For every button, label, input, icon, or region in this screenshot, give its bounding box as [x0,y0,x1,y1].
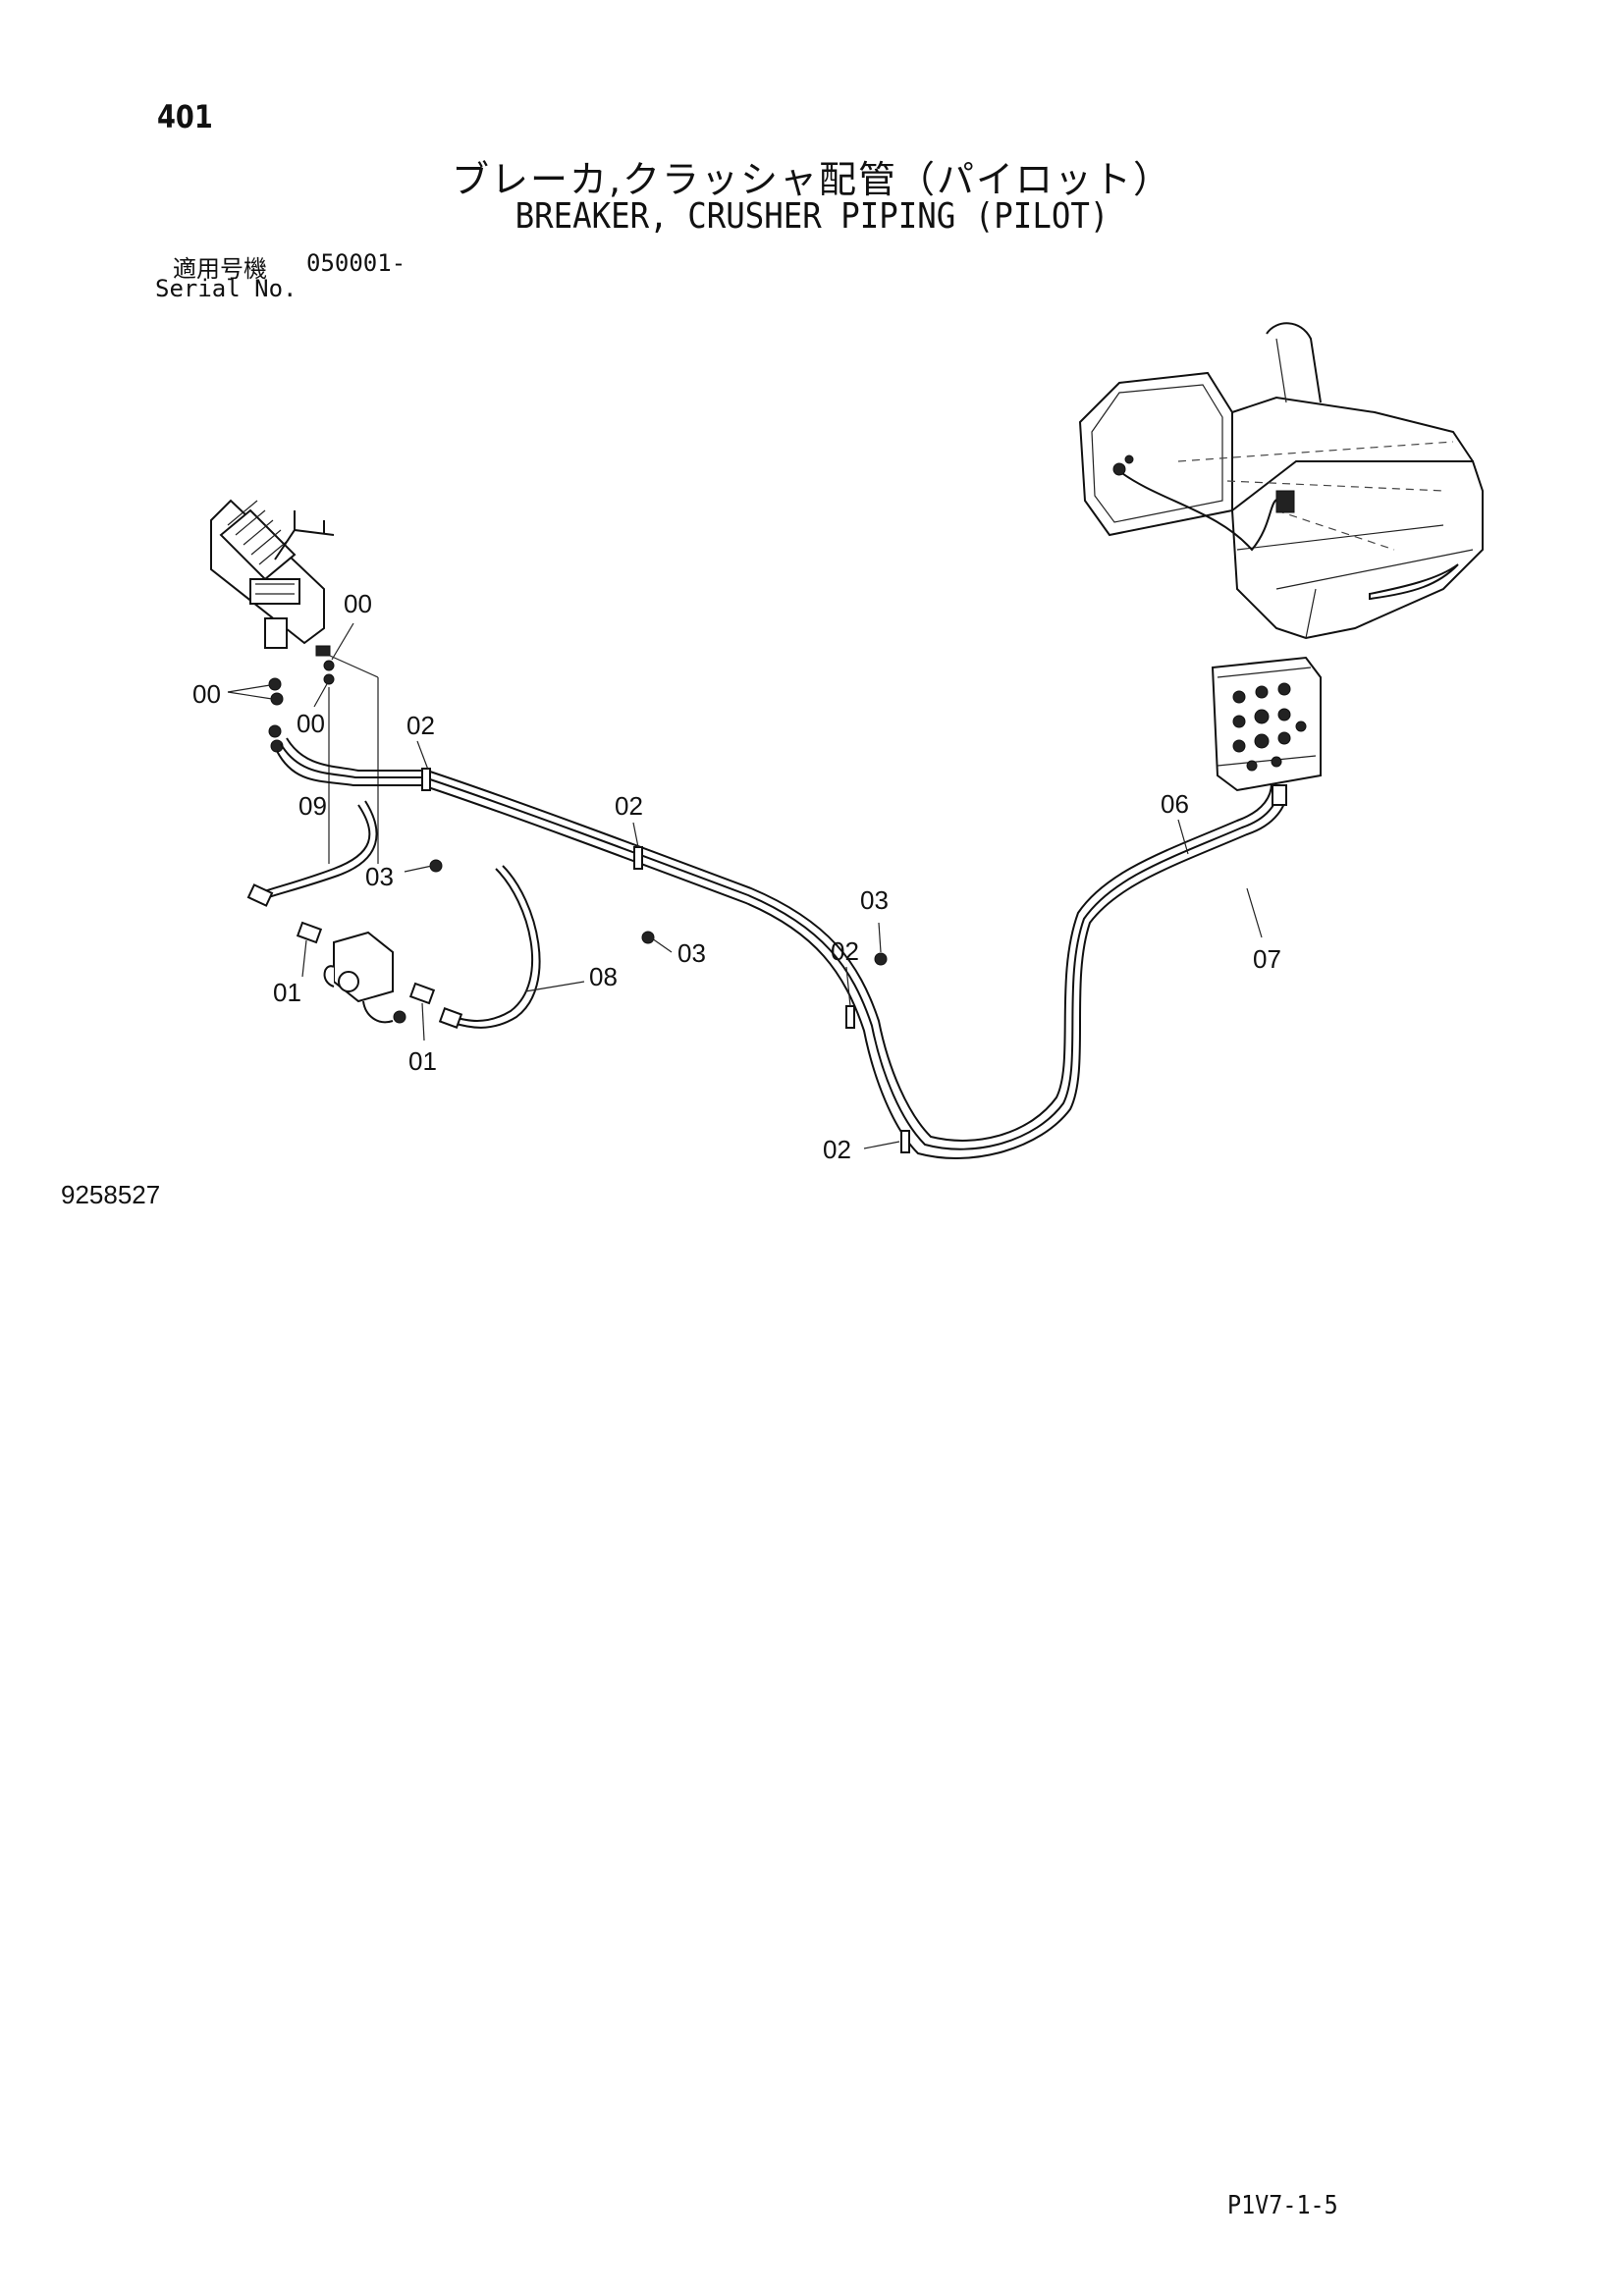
pedal-valve-assembly [210,499,335,657]
title-japanese: ブレーカ,クラッシャ配管（パイロット） [451,158,1173,201]
page-number: 401 [157,98,213,135]
callout-01-b: 01 [408,1046,437,1076]
serial-label-japanese: 適用号機 [173,255,267,283]
title-english: BREAKER, CRUSHER PIPING (PILOT) [514,196,1110,237]
callout-02-d: 02 [823,1135,851,1164]
callout-08: 08 [589,962,618,991]
callout-labels: 00 00 00 02 02 02 02 03 03 03 09 08 01 0… [192,589,1281,1164]
callout-02-a: 02 [406,711,435,740]
pedal-fittings [268,655,379,864]
hose-09 [252,800,378,902]
callout-03-b: 03 [677,938,706,968]
pilot-hose-bundle [276,737,1287,1159]
drawing-number: 9258527 [61,1180,161,1209]
serial-range: 050001- [306,249,406,277]
shuttle-valve-block [246,883,463,1029]
sheet-code: P1V7-1-5 [1227,2191,1338,2220]
leader-lines [227,622,1263,1149]
hose-clamps [421,768,910,1153]
callout-00-a: 00 [344,589,372,618]
callout-01-a: 01 [273,978,301,1007]
callout-00-b: 00 [192,679,221,709]
callout-03-a: 03 [365,862,394,891]
callout-02-b: 02 [615,791,643,821]
callout-09: 09 [298,791,327,821]
callout-06: 06 [1161,789,1189,819]
control-valve-assembly [1211,656,1322,806]
hose-08 [449,865,541,1029]
callout-07: 07 [1253,944,1281,974]
callout-03-c: 03 [860,885,889,915]
callout-00-c: 00 [297,709,325,738]
callout-02-c: 02 [831,936,859,966]
serial-label-english: Serial No. [155,275,298,302]
machine-overview-illustration [1078,322,1484,640]
